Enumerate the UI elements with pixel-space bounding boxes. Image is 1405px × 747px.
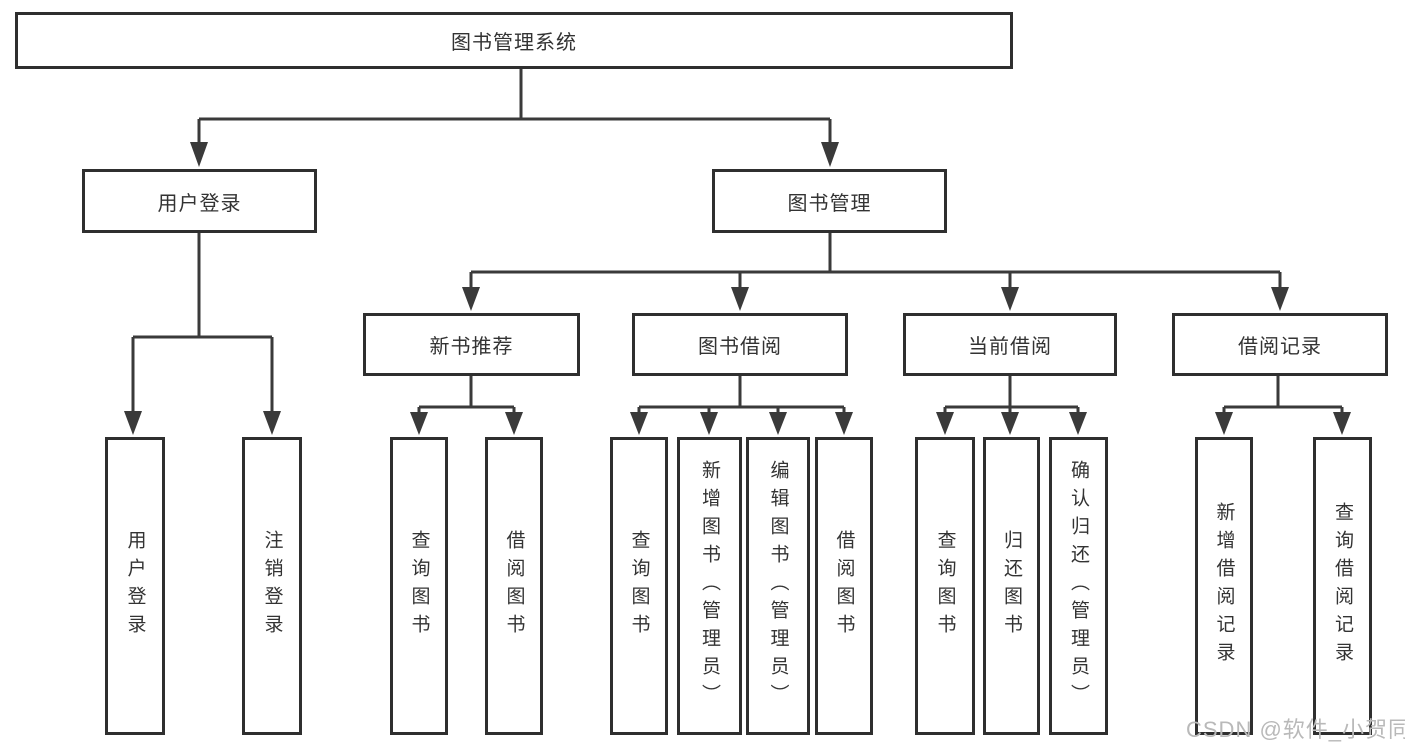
leaf-borrow-book-recommend: 借阅图书 xyxy=(485,437,543,735)
leaf-user-login: 用户登录 xyxy=(105,437,165,735)
leaf-add-borrow-record: 新增借阅记录 xyxy=(1195,437,1253,735)
node-book-borrow: 图书借阅 xyxy=(632,313,848,376)
leaf-confirm-return-admin: 确认归还（管理员） xyxy=(1049,437,1108,735)
leaf-query-book-borrow: 查询图书 xyxy=(610,437,668,735)
leaf-borrow-book: 借阅图书 xyxy=(815,437,873,735)
node-user-login-label: 用户登录 xyxy=(157,192,242,215)
node-borrow-record-label: 借阅记录 xyxy=(1238,336,1322,358)
node-user-login: 用户登录 xyxy=(82,169,317,233)
leaf-query-book-recommend: 查询图书 xyxy=(390,437,448,735)
leaf-add-book-admin: 新增图书（管理员） xyxy=(677,437,742,735)
node-current-borrow-label: 当前借阅 xyxy=(968,336,1052,358)
node-borrow-record: 借阅记录 xyxy=(1172,313,1388,376)
leaf-edit-book-admin-label: 编辑图书（管理员） xyxy=(767,460,789,712)
leaf-query-borrow-record-label: 查询借阅记录 xyxy=(1332,502,1353,670)
watermark: CSDN @软件_小贺同学 xyxy=(1186,717,1405,742)
leaf-query-book-recommend-label: 查询图书 xyxy=(408,530,430,642)
leaf-query-borrow-record: 查询借阅记录 xyxy=(1313,437,1372,735)
leaf-borrow-book-recommend-label: 借阅图书 xyxy=(503,530,525,642)
node-new-book-recommend: 新书推荐 xyxy=(363,313,580,376)
node-library-system: 图书管理系统 xyxy=(15,12,1013,69)
node-book-management: 图书管理 xyxy=(712,169,947,233)
leaf-query-book-current: 查询图书 xyxy=(915,437,975,735)
leaf-return-book-label: 归还图书 xyxy=(1001,530,1022,642)
leaf-logout-label: 注销登录 xyxy=(261,530,283,642)
leaf-user-login-label: 用户登录 xyxy=(124,530,146,642)
leaf-add-book-admin-label: 新增图书（管理员） xyxy=(699,460,720,712)
leaf-borrow-book-label: 借阅图书 xyxy=(833,530,855,642)
leaf-confirm-return-admin-label: 确认归还（管理员） xyxy=(1068,460,1089,712)
node-book-borrow-label: 图书借阅 xyxy=(698,336,782,358)
node-new-book-recommend-label: 新书推荐 xyxy=(429,336,514,358)
leaf-return-book: 归还图书 xyxy=(983,437,1040,735)
leaf-query-book-borrow-label: 查询图书 xyxy=(628,530,650,642)
leaf-edit-book-admin: 编辑图书（管理员） xyxy=(746,437,810,735)
arrowheads xyxy=(124,142,1351,435)
leaf-query-book-current-label: 查询图书 xyxy=(934,530,956,642)
node-current-borrow: 当前借阅 xyxy=(903,313,1117,376)
node-library-system-label: 图书管理系统 xyxy=(451,32,577,54)
leaf-logout: 注销登录 xyxy=(242,437,302,735)
node-book-management-label: 图书管理 xyxy=(787,192,872,215)
leaf-add-borrow-record-label: 新增借阅记录 xyxy=(1213,502,1235,670)
